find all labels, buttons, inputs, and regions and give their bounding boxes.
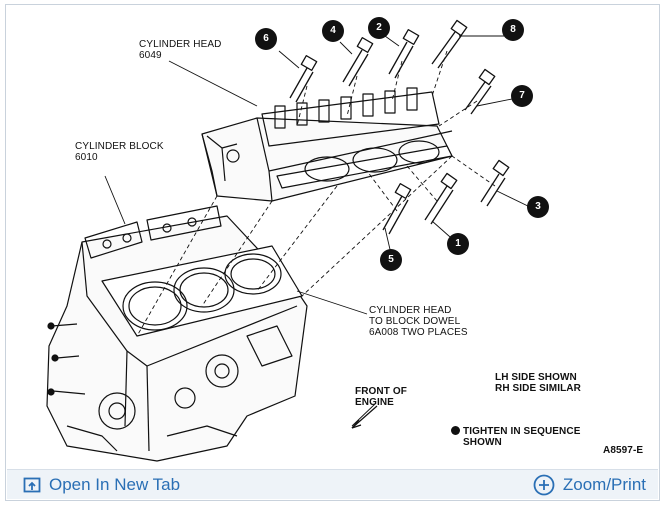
zoom-print-label: Zoom/Print	[562, 474, 646, 494]
callout-8: 8	[502, 19, 524, 41]
bullet-icon	[451, 426, 460, 435]
rh-side-label: RH SIDE SIMILAR	[495, 383, 581, 394]
open-in-new-tab-label: Open In New Tab	[49, 474, 181, 494]
cylinder-head-label: CYLINDER HEAD	[139, 39, 222, 50]
cylinder-head-part-number: 6049	[139, 50, 162, 61]
open-in-new-tab-icon	[23, 477, 41, 492]
callout-5: 5	[380, 249, 402, 271]
zoom-print-button[interactable]: Zoom/Print	[533, 474, 646, 496]
callout-7: 7	[511, 85, 533, 107]
callout-6: 6	[255, 28, 277, 50]
callout-2: 2	[368, 17, 390, 39]
front-of-engine-label-line-1: FRONT OF	[355, 386, 407, 397]
dowel-label-line-2: TO BLOCK DOWEL	[369, 316, 461, 327]
callout-1: 1	[447, 233, 469, 255]
open-in-new-tab-button[interactable]: Open In New Tab	[23, 475, 180, 495]
tighten-sequence-label-line-2: SHOWN	[463, 437, 502, 448]
image-footer-toolbar: Open In New Tab Zoom/Print	[7, 469, 658, 499]
front-of-engine-label-line-2: ENGINE	[355, 397, 394, 408]
figure-code: A8597-E	[603, 445, 644, 456]
zoom-plus-icon	[533, 474, 555, 495]
dowel-label-line-3: 6A008 TWO PLACES	[369, 327, 468, 338]
dowel-label-line-1: CYLINDER HEAD	[369, 305, 452, 316]
tighten-sequence-text: TIGHTEN IN SEQUENCE	[463, 426, 581, 437]
cylinder-block-label: CYLINDER BLOCK	[75, 141, 164, 152]
lh-side-label: LH SIDE SHOWN	[495, 372, 577, 383]
engine-drawing	[46, 19, 533, 462]
cylinder-block-part-number: 6010	[75, 152, 98, 163]
engine-diagram: CYLINDER HEAD 6049 CYLINDER BLOCK 6010 C…	[7, 6, 658, 470]
callout-3: 3	[527, 196, 549, 218]
callout-4: 4	[322, 20, 344, 42]
image-viewer-frame: CYLINDER HEAD 6049 CYLINDER BLOCK 6010 C…	[5, 4, 660, 501]
tighten-sequence-label: TIGHTEN IN SEQUENCE	[451, 426, 580, 437]
